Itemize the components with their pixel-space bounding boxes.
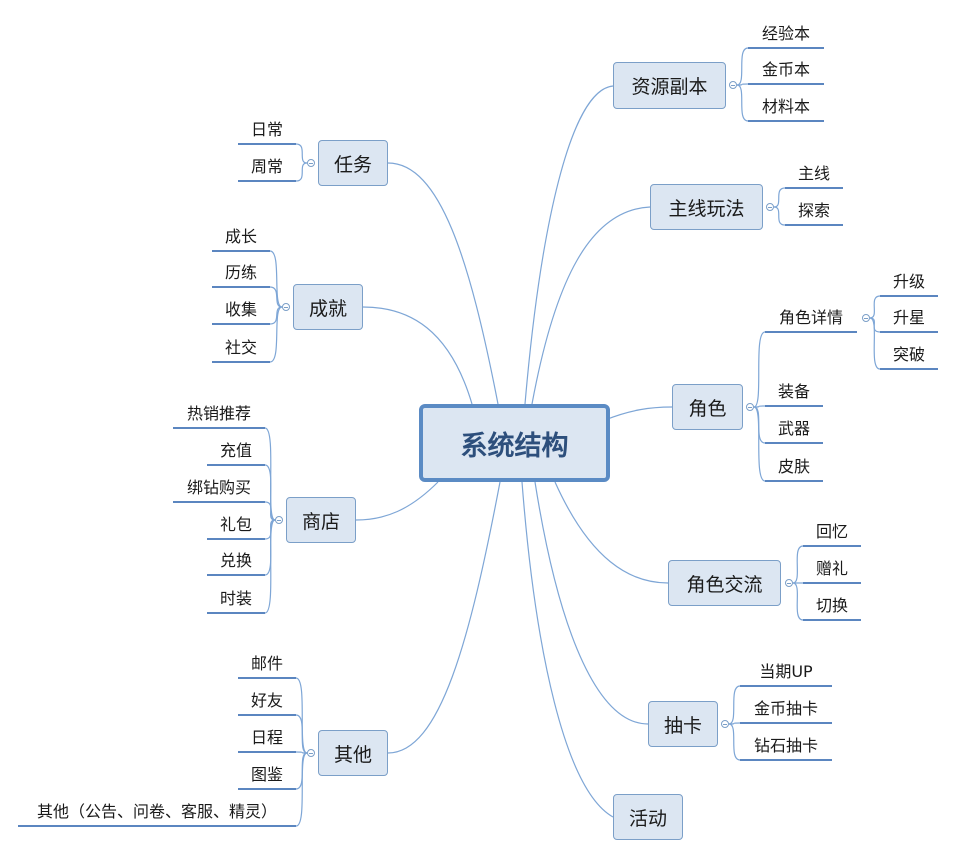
bracket-tasks-0 <box>295 143 308 164</box>
bracket-shop-4 <box>264 519 276 576</box>
bracket-achievements-1 <box>269 286 283 308</box>
leaf-others-1[interactable]: 好友 <box>238 689 296 716</box>
collapse-shop-icon[interactable] <box>275 516 283 524</box>
leaf-shop-4[interactable]: 兑换 <box>207 549 265 576</box>
leaf-shop-0[interactable]: 热销推荐 <box>173 402 265 429</box>
bracket-achievements-0 <box>269 250 283 308</box>
leaf-mainline-0[interactable]: 主线 <box>785 162 843 189</box>
leaf-interaction-2[interactable]: 切换 <box>803 594 861 621</box>
bracket-shop-3 <box>264 519 276 540</box>
collapse-interaction-icon[interactable] <box>785 579 793 587</box>
bracket-role-0 <box>753 331 766 408</box>
leaf-others-0[interactable]: 邮件 <box>238 652 296 679</box>
leaf-achievements-3[interactable]: 社交 <box>212 336 270 363</box>
collapse-resources-icon[interactable] <box>729 81 737 89</box>
leaf-shop-5[interactable]: 时装 <box>207 587 265 614</box>
bracket-role-detail-2 <box>869 317 881 370</box>
leaf-role-detail[interactable]: 角色详情 <box>765 306 857 333</box>
bracket-interaction-2 <box>792 582 804 621</box>
leaf-resources-2[interactable]: 材料本 <box>748 95 824 122</box>
node-gacha[interactable]: 抽卡 <box>648 701 718 747</box>
node-events[interactable]: 活动 <box>613 794 683 840</box>
leaf-interaction-1[interactable]: 赠礼 <box>803 557 861 584</box>
bracket-gacha-0 <box>728 685 741 725</box>
leaf-shop-1[interactable]: 充值 <box>207 439 265 466</box>
connector-interaction <box>554 481 669 584</box>
collapse-mainline-icon[interactable] <box>766 203 774 211</box>
connector-events <box>521 481 614 818</box>
collapse-role-detail-icon[interactable] <box>862 314 870 322</box>
connector-gacha <box>534 481 649 725</box>
leaf-role-0[interactable]: 装备 <box>765 380 823 407</box>
connector-shop <box>355 481 439 521</box>
leaf-shop-3[interactable]: 礼包 <box>207 513 265 540</box>
bracket-role-2 <box>753 406 766 444</box>
bracket-resources-0 <box>736 47 749 86</box>
leaf-others-3[interactable]: 图鉴 <box>238 763 296 790</box>
leaf-mainline-1[interactable]: 探索 <box>785 199 843 226</box>
bracket-role-detail-1 <box>869 317 881 333</box>
leaf-achievements-0[interactable]: 成长 <box>212 225 270 252</box>
collapse-others-icon[interactable] <box>307 749 315 757</box>
leaf-role-2[interactable]: 皮肤 <box>765 455 823 482</box>
connector-resources <box>524 85 614 405</box>
bracket-interaction-0 <box>792 545 804 584</box>
leaf-achievements-1[interactable]: 历练 <box>212 261 270 288</box>
leaf-gacha-0[interactable]: 当期UP <box>740 660 832 687</box>
leaf-achievements-2[interactable]: 收集 <box>212 298 270 325</box>
node-interaction[interactable]: 角色交流 <box>668 560 781 606</box>
bracket-achievements-2 <box>269 306 283 325</box>
collapse-tasks-icon[interactable] <box>307 159 315 167</box>
bracket-mainline-1 <box>773 206 786 226</box>
bracket-others-1 <box>295 714 308 754</box>
bracket-role-3 <box>753 406 766 482</box>
leaf-role-detail-1[interactable]: 升星 <box>880 306 938 333</box>
root-node[interactable]: 系统结构 <box>419 404 610 482</box>
leaf-resources-0[interactable]: 经验本 <box>748 22 824 49</box>
leaf-role-detail-2[interactable]: 突破 <box>880 343 938 370</box>
connector-achievements <box>362 306 473 405</box>
bracket-resources-2 <box>736 84 749 122</box>
bracket-shop-2 <box>264 501 276 521</box>
node-others[interactable]: 其他 <box>318 730 388 776</box>
leaf-resources-1[interactable]: 金币本 <box>748 58 824 85</box>
connector-role <box>604 406 673 421</box>
leaf-gacha-1[interactable]: 金币抽卡 <box>740 697 832 724</box>
bracket-gacha-2 <box>728 723 741 761</box>
bracket-others-3 <box>295 752 308 790</box>
node-role[interactable]: 角色 <box>672 384 743 430</box>
bracket-shop-5 <box>264 519 276 614</box>
leaf-shop-2[interactable]: 绑钻购买 <box>173 476 265 503</box>
bracket-mainline-0 <box>773 187 786 208</box>
leaf-interaction-0[interactable]: 回忆 <box>803 520 861 547</box>
node-mainline[interactable]: 主线玩法 <box>650 184 763 230</box>
connector-tasks <box>387 162 499 405</box>
node-shop[interactable]: 商店 <box>286 497 356 543</box>
connector-mainline <box>531 206 651 405</box>
collapse-gacha-icon[interactable] <box>721 720 729 728</box>
node-tasks[interactable]: 任务 <box>318 140 388 186</box>
leaf-tasks-0[interactable]: 日常 <box>238 118 296 145</box>
leaf-role-1[interactable]: 武器 <box>765 417 823 444</box>
leaf-others-4[interactable]: 其他（公告、问卷、客服、精灵） <box>18 800 296 827</box>
collapse-achievements-icon[interactable] <box>282 303 290 311</box>
leaf-gacha-2[interactable]: 钻石抽卡 <box>740 734 832 761</box>
bracket-achievements-3 <box>269 306 283 363</box>
bracket-shop-1 <box>264 464 276 521</box>
leaf-others-2[interactable]: 日程 <box>238 726 296 753</box>
connector-others <box>387 481 501 754</box>
leaf-role-detail-0[interactable]: 升级 <box>880 270 938 297</box>
leaf-tasks-1[interactable]: 周常 <box>238 155 296 182</box>
bracket-others-4 <box>295 752 308 827</box>
node-achievements[interactable]: 成就 <box>293 284 363 330</box>
collapse-role-icon[interactable] <box>746 403 754 411</box>
node-resources[interactable]: 资源副本 <box>613 62 726 109</box>
bracket-tasks-1 <box>295 162 308 182</box>
bracket-role-detail-0 <box>869 295 881 319</box>
